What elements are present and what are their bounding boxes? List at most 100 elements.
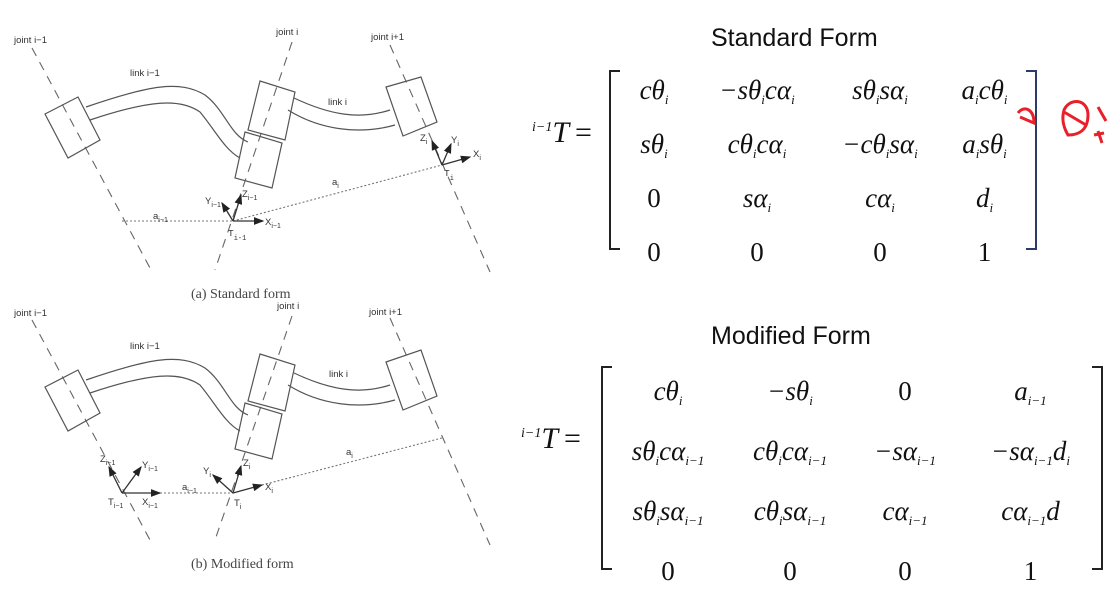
- link-curr-top: [293, 372, 391, 391]
- x-axis-label: Xi: [473, 149, 481, 162]
- joint-box-curr-lower: [234, 402, 283, 460]
- caption-modified: (b) Modified form: [191, 557, 294, 572]
- joint-axis-curr: [214, 315, 293, 541]
- matrix-cell-r2-c1: sθi: [640, 129, 668, 161]
- link-label-curr: link i: [328, 97, 347, 108]
- link-curr-bottom: [287, 109, 396, 131]
- joint-box-curr-upper: [247, 353, 296, 412]
- modified-form-title: Modified Form: [711, 322, 871, 350]
- matrix-cell-r3-c3: cαi: [865, 183, 895, 215]
- joint-axis-next: [389, 317, 491, 546]
- x-axis-label: Xi−1: [142, 497, 158, 510]
- x-axis-arrow: [441, 155, 472, 166]
- annotation-subscript-icon: [1093, 106, 1108, 144]
- joint-axis-curr: [214, 41, 293, 271]
- origin-label: Ti: [234, 498, 242, 511]
- link-prev-bottom: [89, 102, 241, 159]
- matrix-cell-r2-c2: cθicαi−1: [753, 436, 827, 468]
- matrix-cell-r2-c2: cθicαi: [727, 129, 787, 161]
- handwritten-annotation: [1016, 100, 1108, 144]
- annotation-scribble-icon: [1016, 107, 1036, 126]
- matrix-cell-r3-c2: sαi: [742, 183, 772, 215]
- joint-label-curr: joint i: [275, 27, 298, 38]
- x-axis-arrow: [232, 483, 264, 494]
- matrix-cell-r2-c4: −sαi−1di: [991, 436, 1070, 468]
- lhs-superscript: i−1: [532, 120, 553, 135]
- matrix-cell-r1-c3: 0: [898, 376, 912, 406]
- matrix-cell-r1-c2: −sθi: [767, 376, 813, 408]
- matrix-cell-r3-c3: cαi−1: [882, 496, 928, 528]
- caption-standard: (a) Standard form: [191, 287, 291, 302]
- y-axis-label: Yi: [203, 466, 211, 479]
- matrix-cell-r4-c1: 0: [661, 556, 675, 586]
- standard-left-bracket: [609, 70, 620, 250]
- dh-diagrams-svg: joint i−1 joint i joint i+1 link i−1 lin…: [13, 27, 491, 572]
- link-label-prev: link i−1: [130, 341, 160, 352]
- matrix-cell-r4-c4: 1: [1023, 556, 1038, 586]
- x-axis-label: Xi−1: [265, 217, 281, 230]
- dh-diagrams: joint i−1 joint i joint i+1 link i−1 lin…: [0, 0, 510, 592]
- z-axis-label: Zi: [420, 133, 428, 146]
- lhs-symbol: T: [541, 422, 559, 455]
- lhs-superscript: i−1: [521, 426, 542, 441]
- link-prev-top: [85, 85, 249, 143]
- length-label-curr: ai: [332, 177, 339, 190]
- modified-matrix: cθi −sθi 0 ai−1 sθicαi−1 cθicαi−1 −sαi−1 −sαi−1…: [606, 366, 1101, 596]
- matrix-cell-r1-c3: sθisαi: [852, 75, 908, 107]
- matrix-cell-r3-c1: 0: [647, 183, 661, 213]
- frame-prev: Xi−1 Yi−1 Zi−1 Ti-1: [205, 189, 281, 243]
- joint-axis-prev: [31, 47, 151, 269]
- y-axis-arrow: [221, 201, 234, 222]
- y-axis-arrow: [441, 142, 452, 166]
- matrix-cell-r4-c3: 0: [873, 237, 887, 267]
- matrix-cell-r3-c2: cθisαi−1: [753, 496, 827, 528]
- modified-left-bracket: [601, 366, 612, 570]
- modified-right-bracket: [1092, 366, 1103, 570]
- matrix-cell-r1-c1: cθi: [639, 75, 669, 107]
- matrix-cell-r4-c2: 0: [750, 237, 764, 267]
- lhs-equals: =: [564, 422, 581, 455]
- z-axis-arrow: [108, 465, 123, 494]
- link-prev-bottom: [89, 375, 241, 432]
- joint-box-curr-upper: [247, 80, 296, 141]
- z-axis-label: Zi−1: [100, 454, 115, 467]
- joint-label-next: joint i+1: [368, 307, 402, 318]
- modified-lhs: i−1T=: [521, 422, 581, 456]
- length-label-prev: ai−1: [153, 211, 168, 224]
- link-curr-top: [293, 97, 391, 116]
- joint-label-prev: joint i−1: [13, 308, 47, 319]
- matrix-cell-r2-c1: sθicαi−1: [631, 436, 705, 468]
- diagram-standard: joint i−1 joint i joint i+1 link i−1 lin…: [13, 27, 491, 302]
- link-label-prev: link i−1: [130, 68, 160, 79]
- matrix-cell-r3-c4: di: [975, 183, 994, 215]
- joint-axis-prev: [31, 319, 151, 541]
- length-line-curr: [232, 164, 443, 222]
- joint-label-curr: joint i: [276, 301, 299, 312]
- standard-lhs: i−1T=: [532, 116, 592, 150]
- frame-prev: Xi−1 Yi−1 Zi−1 Ti−1: [100, 454, 162, 510]
- matrix-cell-r1-c4: ai−1: [1014, 376, 1047, 408]
- matrix-cell-r3-c4: cαi−1d: [1001, 496, 1060, 528]
- y-axis-arrow: [121, 465, 142, 494]
- y-axis-label: Yi−1: [142, 460, 158, 473]
- standard-form-title: Standard Form: [711, 24, 878, 52]
- z-axis-arrow: [431, 139, 443, 166]
- lhs-equals: =: [575, 116, 592, 149]
- frame-curr: Xi Yi Zi Ti: [203, 458, 273, 511]
- lhs-symbol: T: [552, 116, 570, 149]
- matrix-cell-r3-c1: sθisαi−1: [632, 496, 704, 528]
- x-axis-label: Xi: [265, 482, 273, 495]
- y-axis-label: Yi: [451, 135, 459, 148]
- matrix-cell-r2-c3: −sαi−1: [874, 436, 936, 468]
- diagram-modified: joint i−1 joint i joint i+1 link i−1 lin…: [13, 301, 491, 572]
- y-axis-label: Yi−1: [205, 196, 221, 209]
- joint-box-next: [385, 349, 438, 411]
- matrix-cell-r4-c3: 0: [898, 556, 912, 586]
- joint-box-next: [385, 76, 438, 137]
- origin-label: Ti: [444, 168, 454, 183]
- standard-right-bracket: [1026, 70, 1037, 250]
- z-axis-arrow: [232, 464, 243, 494]
- matrix-cell-r1-c1: cθi: [653, 376, 683, 408]
- y-axis-arrow: [212, 474, 234, 494]
